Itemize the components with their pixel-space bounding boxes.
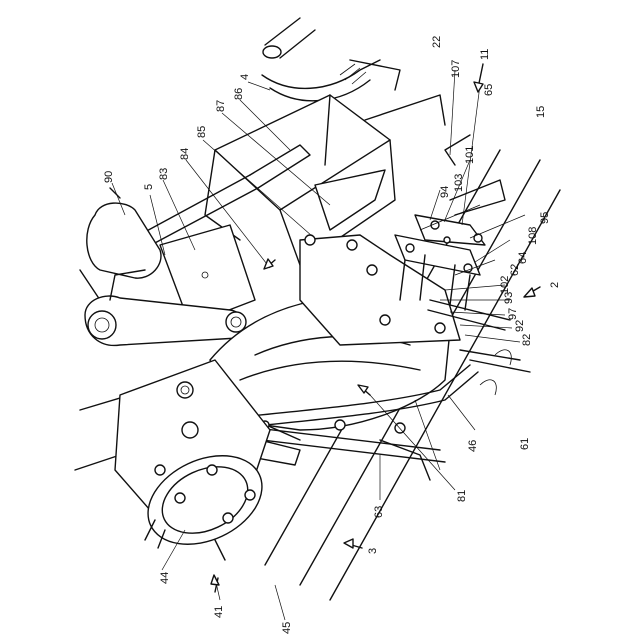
label-62: 62 (509, 264, 521, 276)
label-46: 46 (467, 440, 479, 452)
hitch-tube (262, 18, 400, 101)
label-83: 83 (158, 168, 170, 180)
label-107: 107 (450, 60, 462, 78)
label-101: 101 (464, 146, 476, 164)
label-15: 15 (535, 106, 547, 118)
label-3: 3 (367, 548, 379, 554)
label-103: 103 (453, 174, 465, 192)
arm-90 (80, 203, 161, 305)
label-94: 94 (439, 186, 451, 198)
label-5: 5 (143, 184, 155, 190)
label-92: 92 (514, 320, 526, 332)
label-85: 85 (196, 126, 208, 138)
label-97: 97 (507, 308, 519, 320)
label-4: 4 (239, 74, 251, 80)
label-81: 81 (456, 490, 468, 502)
label-82: 82 (521, 334, 533, 346)
label-41: 41 (213, 606, 225, 618)
label-44: 44 (159, 572, 171, 584)
label-63: 63 (373, 506, 385, 518)
label-45: 45 (281, 622, 293, 634)
label-90: 90 (103, 171, 115, 183)
label-65: 65 (483, 84, 495, 96)
label-95: 95 (539, 212, 551, 224)
label-84: 84 (179, 148, 191, 160)
label-102: 102 (499, 276, 511, 294)
label-108: 108 (527, 227, 539, 245)
label-61: 61 (519, 438, 531, 450)
label-2: 2 (549, 282, 561, 288)
label-86: 86 (233, 88, 245, 100)
label-64: 64 (517, 252, 529, 264)
label-22: 22 (431, 36, 443, 48)
label-93: 93 (503, 292, 515, 304)
label-87: 87 (215, 100, 227, 112)
label-11: 11 (479, 49, 491, 60)
